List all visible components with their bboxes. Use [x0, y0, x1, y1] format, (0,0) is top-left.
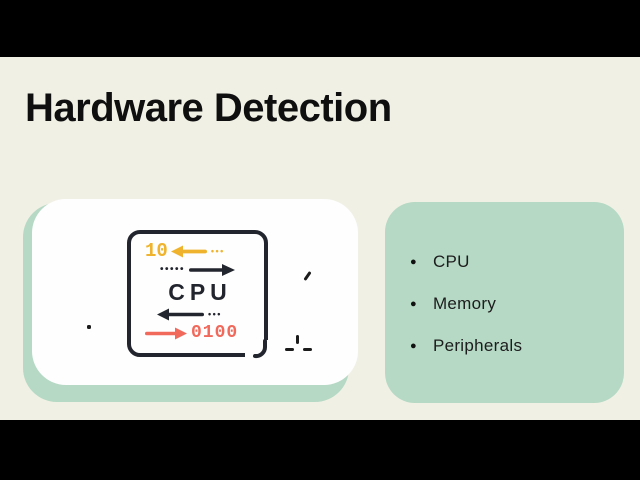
- chip-corner-curl-icon: [253, 339, 268, 359]
- chip-bus-row-top: 10 •••: [131, 240, 264, 262]
- bullet-icon: ●: [410, 255, 417, 268]
- dark-right-arrow-icon: [189, 264, 236, 276]
- bus-dots-output: •••: [208, 308, 222, 319]
- hardware-list: ● CPU ● Memory ● Peripherals: [385, 202, 624, 356]
- sparkle-dash-right: [303, 348, 312, 351]
- letterbox-bottom: [0, 420, 640, 480]
- list-item: ● CPU: [410, 252, 614, 272]
- sparkle-dash-left: [285, 348, 294, 351]
- cpu-chip-label: CPU: [168, 278, 232, 305]
- dark-left-arrow-icon: [157, 308, 204, 320]
- list-item-label: Peripherals: [432, 336, 523, 355]
- list-item-label: CPU: [432, 252, 470, 271]
- bullet-icon: ●: [410, 339, 417, 352]
- yellow-left-arrow-icon: [170, 245, 207, 257]
- cpu-chip-icon: 10 ••• ••••• CPU: [127, 230, 269, 359]
- letterbox-top: [0, 0, 640, 57]
- binary-digits-bottom: 0100: [191, 323, 239, 343]
- chip-bus-row-input: •••••: [131, 261, 264, 279]
- page-title: Hardware Detection: [25, 86, 392, 130]
- list-item-label: Memory: [432, 294, 497, 313]
- hardware-list-panel: ● CPU ● Memory ● Peripherals: [385, 202, 624, 403]
- sparkle-diagonal-tick: [303, 271, 312, 281]
- bullet-icon: ●: [410, 297, 417, 310]
- chip-bus-row-bottom: 0100: [131, 323, 264, 343]
- bus-dots-input: •••••: [160, 264, 186, 275]
- sparkle-vertical-tick: [296, 335, 299, 344]
- list-item: ● Memory: [410, 294, 614, 314]
- chip-bus-row-output: •••: [131, 305, 264, 323]
- bus-dots-top: •••: [210, 245, 225, 256]
- sparkle-square-dot: [87, 325, 91, 329]
- cpu-illustration-card: 10 ••• ••••• CPU: [32, 199, 358, 385]
- chip-label-row: CPU: [131, 278, 264, 305]
- coral-right-arrow-icon: [145, 327, 187, 339]
- binary-digits-top: 10: [145, 240, 168, 262]
- list-item: ● Peripherals: [410, 336, 614, 356]
